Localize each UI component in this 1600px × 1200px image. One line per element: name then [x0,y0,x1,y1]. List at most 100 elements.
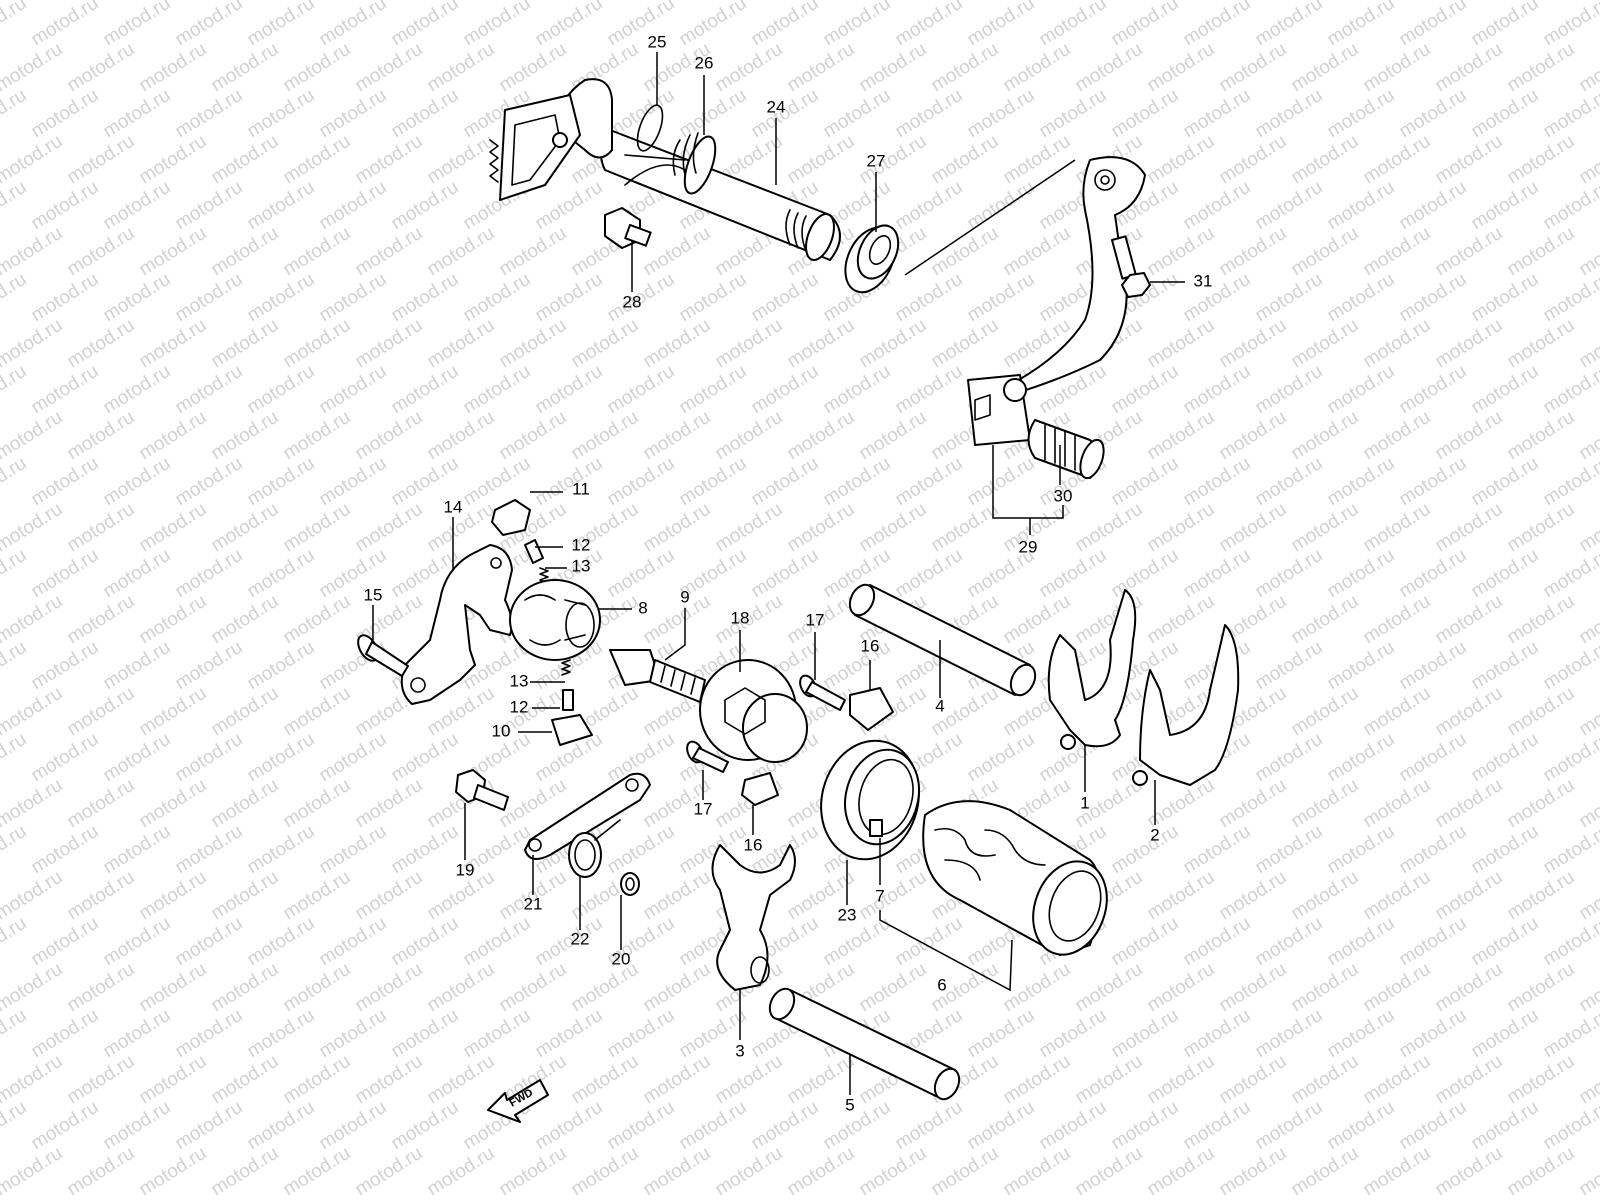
watermark-text: motod.ru [1504,591,1579,649]
watermark-text: motod.ru [1468,637,1543,695]
watermark-text: motod.ru [1432,131,1507,189]
watermark-text: motod.ru [1360,1051,1435,1109]
watermark-text: motod.ru [1504,407,1579,465]
watermark-text: motod.ru [964,85,1039,143]
watermark-text: motod.ru [244,1097,319,1155]
callout-5: 5 [845,1095,854,1114]
watermark-text: motod.ru [1288,407,1363,465]
watermark-text: motod.ru [1252,821,1327,879]
watermark-text: motod.ru [568,1051,643,1109]
watermark-text: motod.ru [28,177,103,235]
watermark-text: motod.ru [1324,453,1399,511]
watermark-text: motod.ru [208,315,283,373]
watermark-text: motod.ru [1324,637,1399,695]
watermark-text: motod.ru [1252,1097,1327,1155]
watermark-text: motod.ru [1180,1097,1255,1155]
watermark-text: motod.ru [1288,959,1363,1017]
watermark-text: motod.ru [280,1051,355,1109]
watermark-text: motod.ru [1108,545,1183,603]
watermark-text: motod.ru [28,361,103,419]
watermark-text: motod.ru [820,637,895,695]
watermark-text: motod.ru [1468,821,1543,879]
watermark-text: motod.ru [784,315,859,373]
shift-cam-18 [699,659,808,763]
watermark-text: motod.ru [784,39,859,97]
watermark-text: motod.ru [1144,1143,1219,1200]
watermark-text: motod.ru [568,407,643,465]
watermark-text: motod.ru [748,361,823,419]
watermark-text: motod.ru [352,131,427,189]
watermark-text: motod.ru [0,821,30,879]
watermark-text: motod.ru [784,407,859,465]
callout-15: 15 [364,585,383,604]
watermark-text: motod.ru [964,1097,1039,1155]
watermark-text: motod.ru [964,729,1039,787]
watermark-text: motod.ru [0,959,66,1017]
watermark-text: motod.ru [1288,591,1363,649]
watermark-text: motod.ru [28,637,103,695]
watermark-text: motod.ru [0,407,66,465]
watermark-text: motod.ru [640,407,715,465]
watermark-text: motod.ru [316,85,391,143]
watermark-text: motod.ru [1324,545,1399,603]
watermark-text: motod.ru [856,499,931,557]
watermark-text: motod.ru [100,361,175,419]
watermark-text: motod.ru [1000,1143,1075,1200]
watermark-text: motod.ru [1216,1051,1291,1109]
screw-17b [686,740,729,773]
watermark-text: motod.ru [352,1143,427,1200]
watermark-text: motod.ru [1396,0,1471,50]
watermark-text: motod.ru [1180,177,1255,235]
screw-15 [357,634,409,677]
watermark-text: motod.ru [1540,85,1600,143]
watermark-text: motod.ru [208,775,283,833]
watermark-text: motod.ru [532,0,607,50]
watermark-text: motod.ru [1072,1143,1147,1200]
watermark-text: motod.ru [172,637,247,695]
watermark-text: motod.ru [1576,499,1600,557]
bearing-23 [820,739,920,861]
watermark-text: motod.ru [1396,729,1471,787]
watermark-text: motod.ru [640,1051,715,1109]
watermark-text: motod.ru [1540,1097,1600,1155]
watermark-text: motod.ru [1252,1005,1327,1063]
pin-7 [869,819,883,837]
watermark-text: motod.ru [1576,315,1600,373]
watermark-text: motod.ru [892,85,967,143]
watermark-text: motod.ru [136,683,211,741]
callout-23: 23 [838,905,857,924]
watermark-text: motod.ru [1432,867,1507,925]
watermark-text: motod.ru [316,729,391,787]
callout-13-upper: 13 [572,556,591,575]
watermark-text: motod.ru [1396,177,1471,235]
watermark-text: motod.ru [1108,913,1183,971]
watermark-text: motod.ru [1576,39,1600,97]
watermark-text: motod.ru [28,1097,103,1155]
watermark-text: motod.ru [1216,775,1291,833]
watermark-text: motod.ru [1468,545,1543,603]
watermark-text: motod.ru [1396,85,1471,143]
watermark-text: motod.ru [0,591,66,649]
watermark-text: motod.ru [1000,131,1075,189]
watermark-text: motod.ru [856,315,931,373]
watermark-text: motod.ru [172,177,247,235]
watermark-text: motod.ru [964,177,1039,235]
watermark-text: motod.ru [388,821,463,879]
screw-17a [799,674,846,711]
watermark-text: motod.ru [172,269,247,327]
watermark-text: motod.ru [928,1143,1003,1200]
watermark-text: motod.ru [1576,407,1600,465]
watermark-text: motod.ru [64,223,139,281]
watermark-text: motod.ru [1432,407,1507,465]
cam-stopper-plate-14 [400,544,513,705]
watermark-text: motod.ru [1144,499,1219,557]
watermark-text: motod.ru [100,637,175,695]
watermark-text: motod.ru [964,453,1039,511]
watermark-text: motod.ru [352,407,427,465]
watermark-text: motod.ru [1216,959,1291,1017]
parts-artwork: FWD [357,78,1240,1123]
watermark-text: motod.ru [0,1005,30,1063]
watermark-text: motod.ru [1504,315,1579,373]
leader-lines [372,52,1185,1095]
watermark-text: motod.ru [1252,637,1327,695]
